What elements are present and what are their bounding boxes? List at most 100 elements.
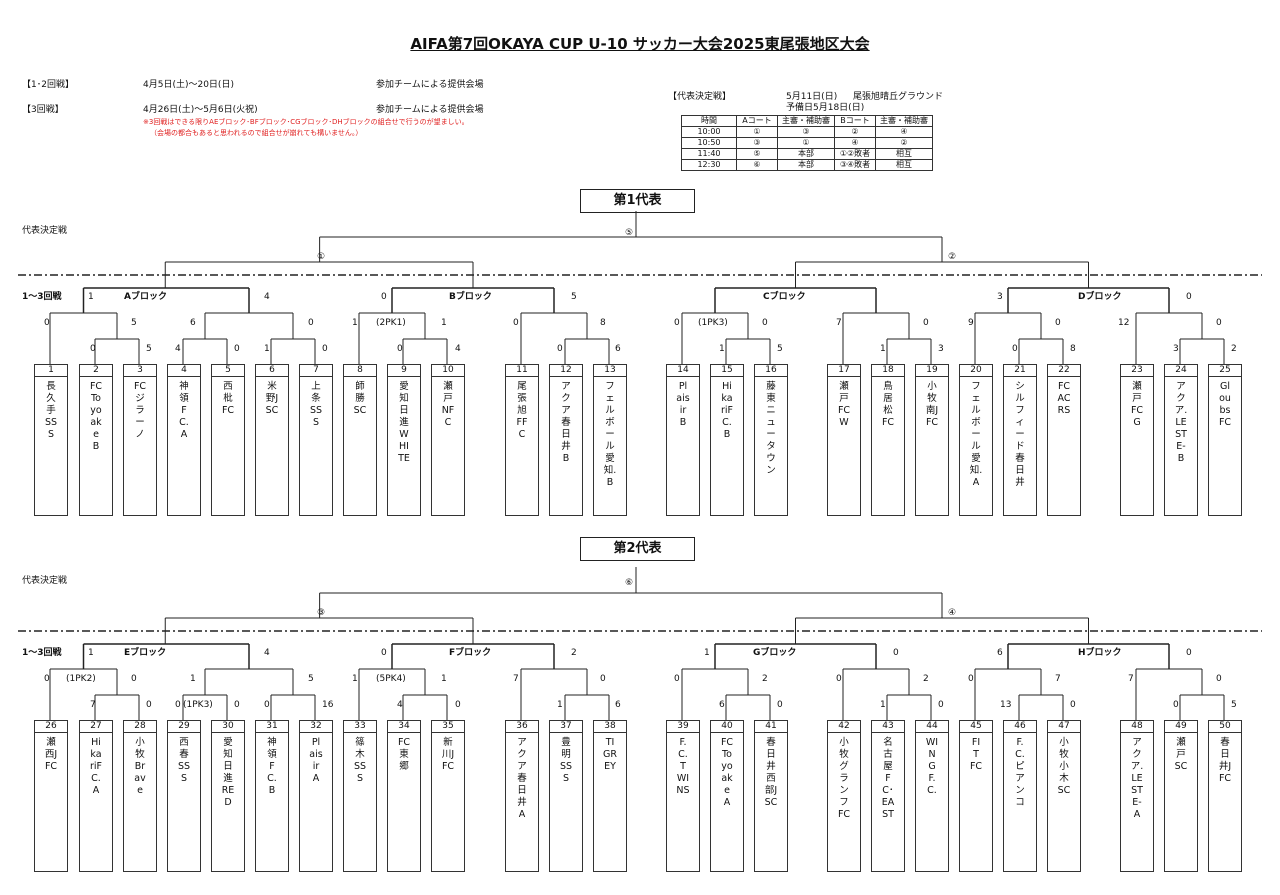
score-label: 4 [264,648,270,658]
team-name: F.C.ピアンコ [1015,737,1025,808]
score-label: 0 [308,318,314,328]
team-name: Plaisir B [676,381,690,428]
round12-label: 【1･2回戦】 [22,80,74,90]
team-name: Plaisir A [309,737,323,784]
team-number: 31 [256,721,288,733]
block-label-g: Gブロック [753,648,797,658]
team-name: フェルボール愛知.B [603,381,617,488]
team-number: 47 [1048,721,1080,733]
team-number: 32 [300,721,332,733]
team-number: 15 [711,365,743,377]
team-number: 42 [828,721,860,733]
team-name: 愛知日進WHITE [398,381,410,464]
round3-venue: 参加チームによる提供会場 [376,105,484,115]
team-number: 43 [872,721,904,733]
team-name: FC Toyoake A [720,737,734,808]
round12-venue: 参加チームによる提供会場 [376,80,484,90]
team-name: 名古屋FC･EAST [881,737,895,820]
team-name: FC東郷 [397,737,411,772]
score-label: 0 [777,700,783,710]
score-label: 0 [90,344,96,354]
team-number: 2 [80,365,112,377]
schedule-row: 10:00 ① ③ ② ④ [681,126,933,138]
score-label: 4 [455,344,461,354]
team-number: 19 [916,365,948,377]
team-number: 26 [35,721,67,733]
team-name: 春日井西部JSC [764,737,778,808]
score-label: 0 [762,318,768,328]
score-label: 0 [146,700,152,710]
score-label: 0 [1186,292,1192,302]
score-label: 5 [146,344,152,354]
team-number: 10 [432,365,464,377]
schedule-row: 10:50 ③ ① ④ ② [681,137,933,149]
team-name: 小牧南JFC [925,381,939,428]
team-number: 1 [35,365,67,377]
score-label: (2PK1) [376,318,406,328]
team-name: アクア春日井B [561,381,571,464]
score-label: 5 [571,292,577,302]
team-number: 30 [212,721,244,733]
team-name: 春日井JFC [1218,737,1232,784]
score-label: 5 [308,674,314,684]
block-label-d: Dブロック [1078,292,1122,302]
score-label: 6 [615,344,621,354]
team-name: シルフィード春日井 [1015,381,1025,488]
team-name: アクア.LESTE-A [1130,737,1144,820]
team-number: 36 [506,721,538,733]
team-number: 17 [828,365,860,377]
score-label: 3 [997,292,1003,302]
schedule-cell: ⑥ [736,159,778,171]
team-name: 尾張旭FFC [516,381,528,440]
score-label: ⑤ [625,228,634,238]
team-name: FC ACRS [1057,381,1071,416]
score-label: 0 [968,674,974,684]
team-name: 米野JSC [265,381,279,416]
score-label: 6 [190,318,196,328]
page-title: AIFA第7回OKAYA CUP U-10 サッカー大会2025東尾張地区大会 [410,35,870,53]
team-name: 瀬戸SC [1174,737,1188,772]
team-number: 8 [344,365,376,377]
score-label: 7 [90,700,96,710]
block-label-f: Fブロック [449,648,492,658]
team-number: 33 [344,721,376,733]
team-number: 24 [1165,365,1197,377]
schedule-header-row: 時間 Aコート 主審・補助審 Bコート 主審・補助審 [681,115,933,127]
team-number: 23 [1121,365,1153,377]
schedule-row: 12:30 ⑥ 本部 ③④敗者 相互 [681,159,933,171]
score-label: 7 [1128,674,1134,684]
block-label-h: Hブロック [1078,648,1122,658]
team-number: 27 [80,721,112,733]
score-label: 3 [938,344,944,354]
score-label: 6 [719,700,725,710]
rep1-final-label: 代表決定戦 [22,226,68,236]
score-label: 1 [704,648,710,658]
score-label: 0 [923,318,929,328]
score-label: 4 [264,292,270,302]
round3-date: 4月26日(土)～5月6日(火祝) [143,105,258,115]
score-label: 0 [264,700,270,710]
team-number: 39 [667,721,699,733]
score-label: 0 [1173,700,1179,710]
team-number: 18 [872,365,904,377]
